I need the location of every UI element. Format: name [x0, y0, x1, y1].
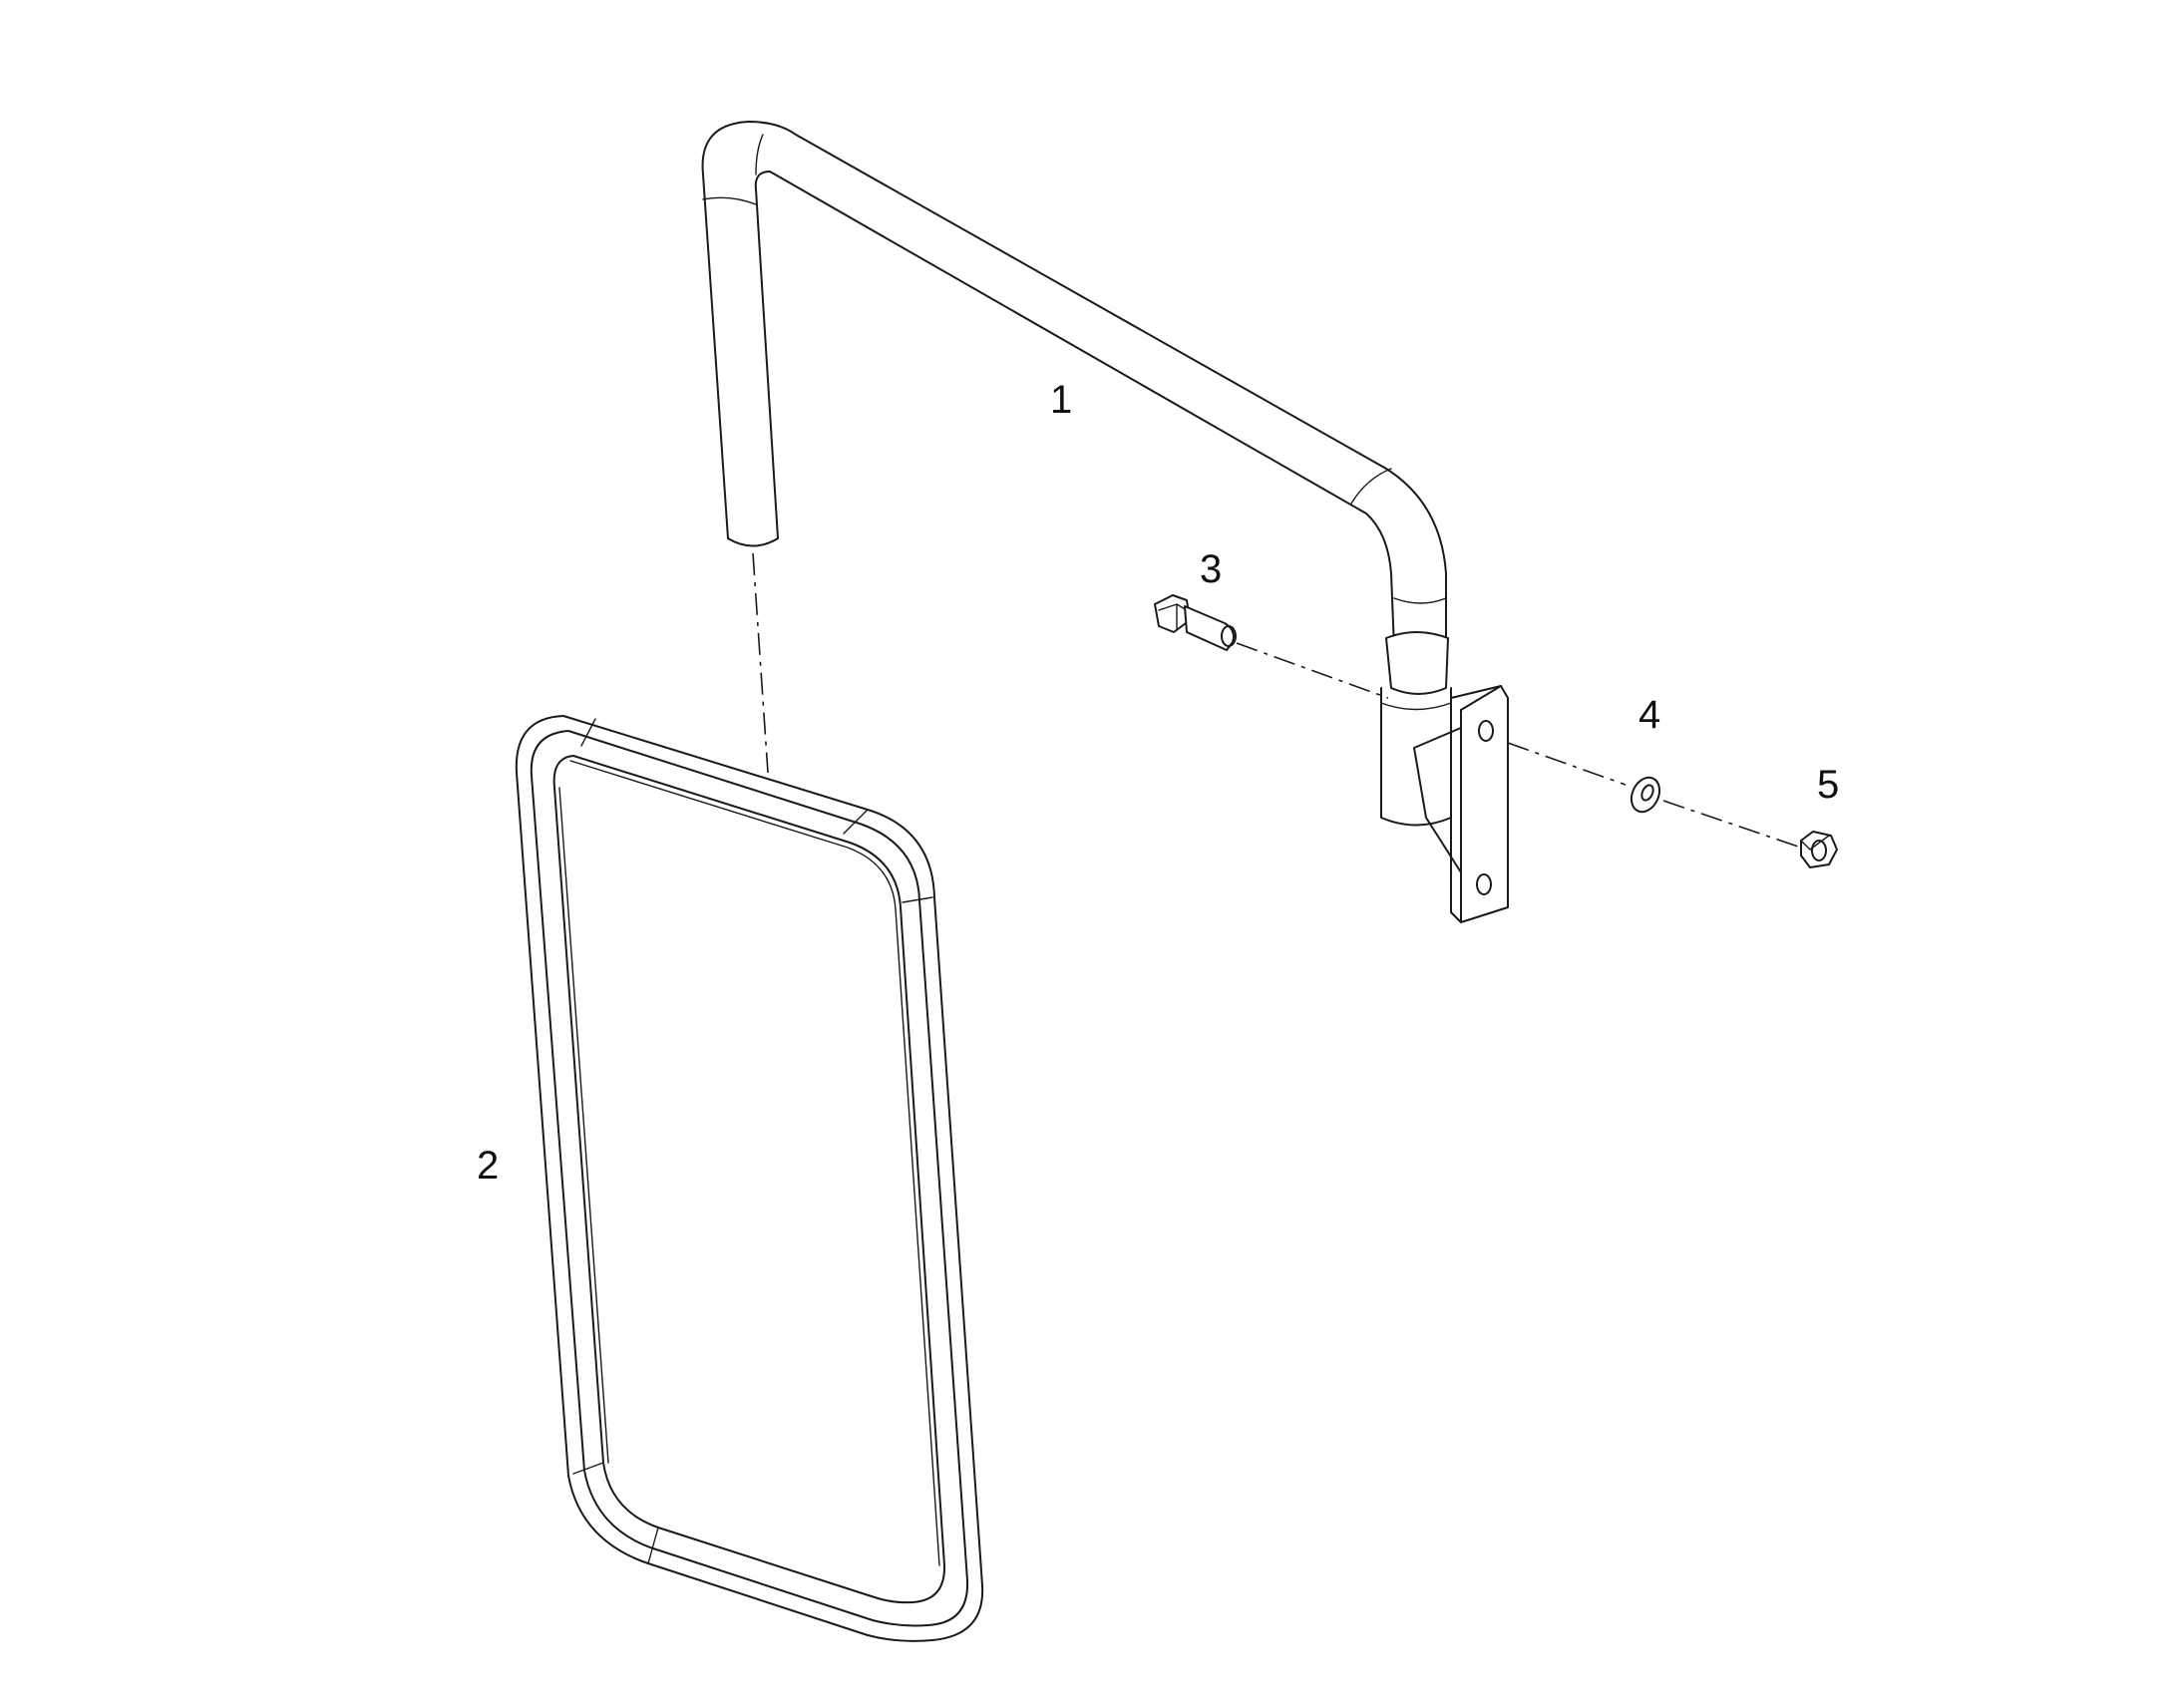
assembly-line-bolt: [1236, 642, 1389, 699]
mirror-head: [515, 715, 984, 1642]
callout-1: 1: [1050, 378, 1072, 422]
bolt: [1154, 594, 1237, 651]
washer: [1630, 776, 1661, 814]
assembly-line-washer: [1662, 800, 1802, 849]
callout-4: 4: [1638, 693, 1660, 737]
assembly-line-bracket: [1507, 742, 1627, 786]
nut: [1800, 831, 1838, 868]
callout-3: 3: [1200, 547, 1222, 591]
callout-2: 2: [477, 1144, 499, 1188]
callout-5: 5: [1817, 763, 1839, 807]
assembly-line-mirror: [752, 552, 769, 774]
mirror-arm: [701, 121, 1509, 923]
